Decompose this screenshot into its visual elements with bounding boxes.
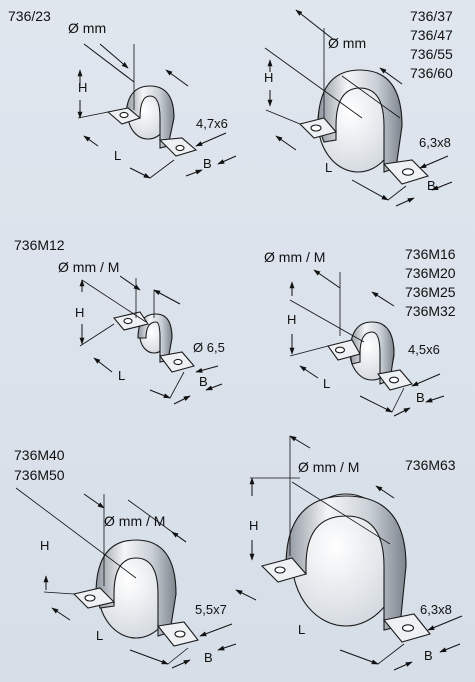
product-code: 736M20 bbox=[405, 265, 456, 281]
hole-size-label: 4,7x6 bbox=[196, 116, 228, 131]
diameter-label: Ø mm / M bbox=[264, 249, 325, 265]
height-label: H bbox=[264, 70, 273, 85]
diameter-label: Ø mm / M bbox=[104, 513, 165, 529]
product-code: 736M63 bbox=[405, 457, 456, 473]
hole-size-label: Ø 6,5 bbox=[193, 340, 225, 355]
product-code: 736M25 bbox=[405, 284, 456, 300]
length-label: L bbox=[298, 622, 305, 637]
panel-736M12: 736M12 Ø mm / M H L B bbox=[14, 237, 225, 405]
product-code: 736/47 bbox=[410, 27, 453, 43]
diameter-label: Ø mm / M bbox=[298, 459, 359, 475]
product-code: 736M40 bbox=[14, 447, 65, 463]
panel-736M16-M32: 736M16 736M20 736M25 736M32 Ø mm / M bbox=[264, 246, 456, 417]
product-code: 736/23 bbox=[8, 8, 51, 24]
dimension-lines bbox=[15, 487, 237, 669]
height-label: H bbox=[287, 312, 296, 327]
clamp-drawing bbox=[298, 69, 430, 185]
dimension-lines bbox=[235, 435, 463, 671]
dimension-lines bbox=[79, 275, 223, 405]
width-label: B bbox=[424, 648, 433, 663]
width-label: B bbox=[203, 156, 212, 171]
length-label: L bbox=[96, 628, 103, 643]
diameter-label: Ø mm / M bbox=[58, 259, 119, 275]
dimension-lines bbox=[264, 9, 453, 207]
dimension-lines bbox=[289, 269, 445, 417]
product-code: 736M32 bbox=[405, 303, 456, 319]
clamp-drawing bbox=[106, 85, 198, 157]
product-code: 736M12 bbox=[14, 237, 65, 253]
product-code: 736M50 bbox=[14, 467, 65, 483]
diameter-label: Ø mm bbox=[68, 20, 106, 36]
width-label: B bbox=[427, 178, 436, 193]
dimension-lines bbox=[77, 43, 237, 179]
panel-736-37-60: 736/37 736/47 736/55 736/60 Ø mm bbox=[264, 8, 453, 207]
product-code: 736/60 bbox=[410, 65, 453, 81]
panel-736-23: 736/23 Ø mm H L B 4,7x6 bbox=[8, 8, 237, 179]
clamp-drawing bbox=[260, 493, 431, 643]
clamp-drawing bbox=[327, 321, 413, 391]
panel-736M63: 736M63 Ø mm / M H L B 6,3x8 bbox=[235, 435, 463, 671]
height-label: H bbox=[75, 305, 84, 320]
length-label: L bbox=[325, 160, 332, 175]
product-code: 736/37 bbox=[410, 8, 453, 24]
width-label: B bbox=[416, 390, 425, 405]
clamp-drawing bbox=[72, 539, 199, 647]
length-label: L bbox=[114, 148, 121, 163]
length-label: L bbox=[118, 368, 125, 383]
hole-size-label: 6,3x8 bbox=[420, 602, 452, 617]
width-label: B bbox=[199, 374, 208, 389]
hole-size-label: 6,3x8 bbox=[419, 135, 451, 150]
height-label: H bbox=[40, 538, 49, 553]
panel-736M40-M50: 736M40 736M50 Ø mm / M H L bbox=[14, 447, 237, 669]
height-label: H bbox=[78, 80, 87, 95]
length-label: L bbox=[323, 376, 330, 391]
diameter-label: Ø mm bbox=[328, 35, 366, 51]
product-code: 736/55 bbox=[410, 46, 453, 62]
hole-size-label: 5,5x7 bbox=[195, 602, 227, 617]
product-code: 736M16 bbox=[405, 246, 456, 262]
clamp-drawing bbox=[113, 311, 195, 373]
height-label: H bbox=[249, 518, 258, 533]
width-label: B bbox=[204, 650, 213, 665]
hole-size-label: 4,5x6 bbox=[408, 342, 440, 357]
